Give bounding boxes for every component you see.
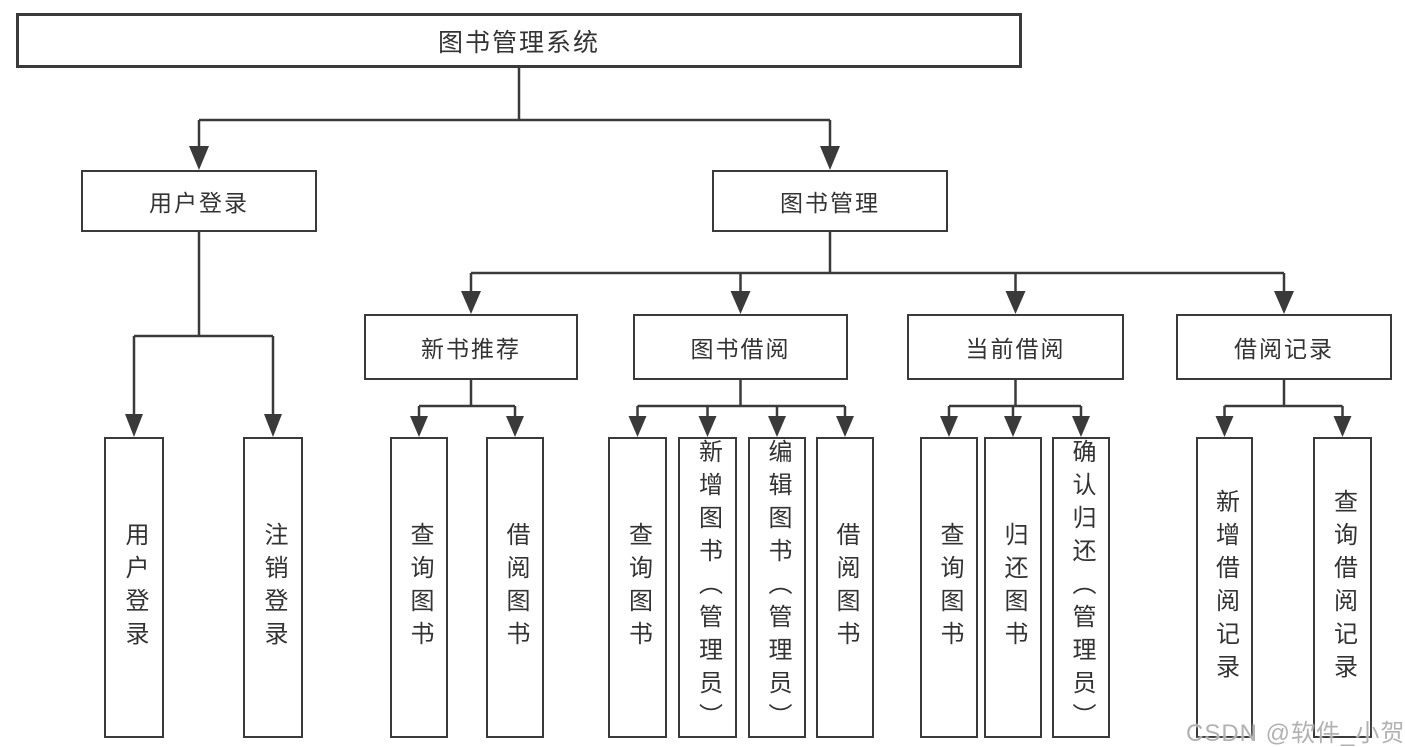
node-leaf-edit-book-admin: 编辑图书（管理员）: [748, 437, 806, 738]
node-leaf-query-books-recommend: 查询图书: [390, 437, 448, 738]
arrowheads-book-management-branch: [461, 291, 1294, 314]
node-leaf-borrow-books: 借阅图书: [816, 437, 874, 738]
node-leaf-query-borrow-record: 查询借阅记录: [1313, 437, 1372, 738]
arrowheads-root-branch: [189, 146, 840, 170]
watermark: CSDN @软件_小贺同学: [1186, 720, 1405, 747]
connector-root-branch: [197, 68, 832, 148]
node-library-management-system: 图书管理系统: [16, 13, 1022, 68]
node-book-management: 图书管理: [712, 170, 948, 232]
node-new-book-recommendation: 新书推荐: [364, 314, 578, 380]
node-current-borrowing: 当前借阅: [907, 314, 1124, 380]
connector-new-book-branch: [417, 380, 517, 418]
node-leaf-borrow-books-recommend: 借阅图书: [486, 437, 544, 738]
node-leaf-query-books-current: 查询图书: [920, 437, 978, 738]
connector-book-borrow-branch: [636, 380, 847, 418]
arrowheads-current-borrow-branch: [940, 416, 1090, 437]
node-leaf-logout: 注销登录: [243, 437, 303, 738]
connector-user-login-branch: [132, 232, 275, 416]
node-leaf-add-borrow-record: 新增借阅记录: [1196, 437, 1253, 738]
node-borrowing-records: 借阅记录: [1176, 314, 1392, 380]
arrowheads-user-login-branch: [125, 414, 282, 437]
arrowheads-book-borrow-branch: [628, 416, 854, 437]
node-user-login: 用户登录: [81, 170, 317, 232]
connector-borrow-record-branch: [1223, 380, 1344, 418]
node-leaf-confirm-return-admin: 确认归还（管理员）: [1052, 437, 1110, 738]
node-leaf-add-book-admin: 新增图书（管理员）: [678, 437, 737, 738]
connector-current-borrow-branch: [947, 380, 1083, 418]
node-leaf-user-login: 用户登录: [104, 437, 164, 738]
node-leaf-query-books-borrow: 查询图书: [608, 437, 667, 738]
arrowheads-borrow-record-branch: [1215, 416, 1352, 437]
node-book-borrowing: 图书借阅: [633, 314, 848, 380]
arrowheads-new-book-branch: [410, 416, 524, 437]
connector-book-management-branch: [469, 232, 1286, 293]
node-leaf-return-books: 归还图书: [984, 437, 1042, 738]
